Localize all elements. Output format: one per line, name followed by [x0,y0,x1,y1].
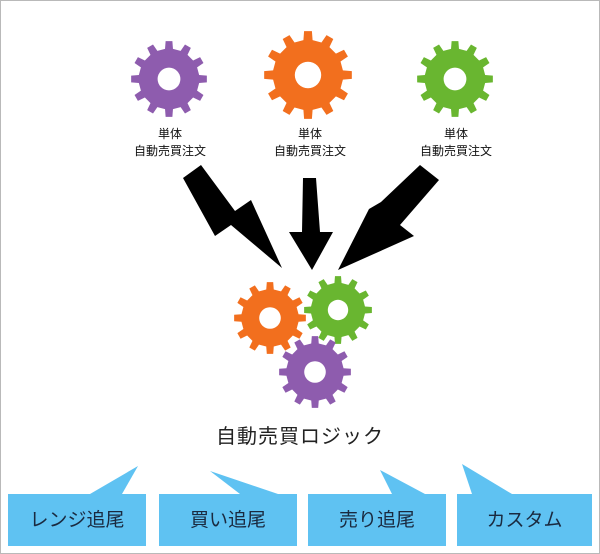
option-custom[interactable]: カスタム [486,509,563,531]
option-bubble-2 [159,471,297,546]
gear-orange-cluster [234,282,306,354]
option-sell-trail[interactable]: 売り追尾 [338,509,415,531]
logic-label: 自動売買ロジック [216,424,384,448]
arrow-center [289,178,333,270]
option-bubble-4 [457,464,592,546]
gear-label-1-line2: 自動売買注文 [133,144,206,158]
option-bubble-1 [8,466,146,546]
gear-label-2-line2: 自動売買注文 [273,144,346,158]
gear-label-2: 単体 自動売買注文 [250,126,370,160]
gear-green-top-3 [417,41,493,117]
option-buy-trail[interactable]: 買い追尾 [189,509,266,531]
option-range-trail[interactable]: レンジ追尾 [29,509,125,531]
gear-label-1-line1: 単体 [157,127,182,141]
gear-label-3-line1: 単体 [443,127,468,141]
gear-label-3-line2: 自動売買注文 [419,144,492,158]
gear-orange-top-2 [264,31,352,119]
arrow-right [338,165,439,270]
arrow-left [183,165,282,268]
gear-green-cluster [304,276,372,344]
gear-label-2-line1: 単体 [297,127,322,141]
gear-label-1: 単体 自動売買注文 [110,126,230,160]
gear-label-3: 単体 自動売買注文 [396,126,516,160]
gear-purple-top-1 [131,41,207,117]
gear-purple-cluster [279,336,351,408]
option-bubble-3 [308,470,446,546]
